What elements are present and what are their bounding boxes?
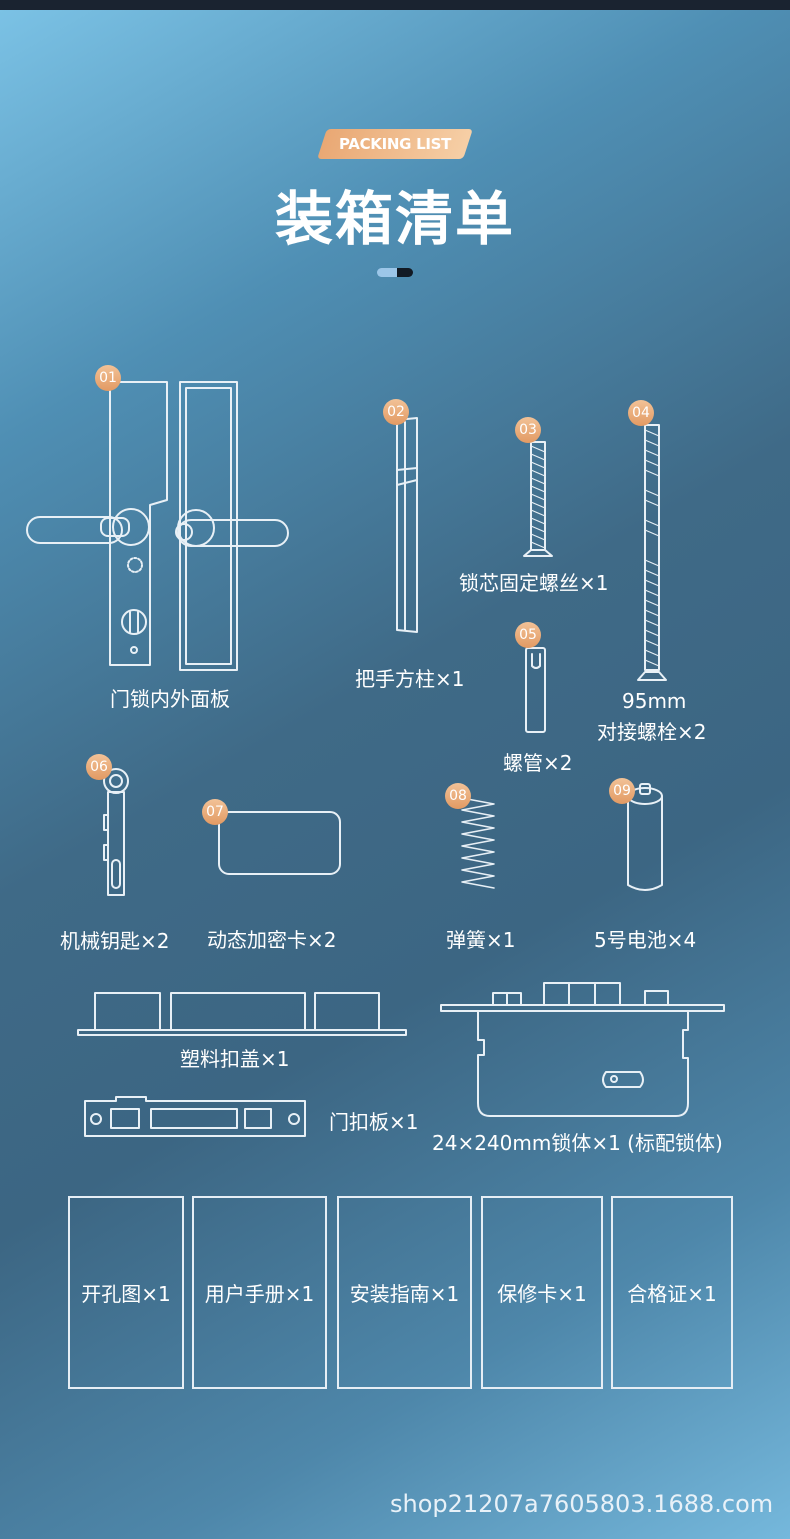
doc-card-warranty: 保修卡×1 (481, 1196, 603, 1389)
mortise-lock-body-drawing (440, 982, 725, 1117)
page-title: 装箱清单 (274, 185, 515, 253)
battery-drawing (627, 783, 663, 891)
doc-card-label: 保修卡×1 (497, 1282, 587, 1306)
item-label-bolt-size: 95mm (622, 689, 687, 713)
item-number-badge: 09 (609, 778, 635, 804)
doc-card-user-manual: 用户手册×1 (192, 1196, 327, 1389)
item-number-badge: 08 (445, 783, 471, 809)
doc-card-label: 开孔图×1 (81, 1282, 171, 1306)
item-number-badge: 05 (515, 622, 541, 648)
item-number-badge: 01 (95, 365, 121, 391)
screw-tube-drawing (525, 647, 546, 733)
top-bar (0, 0, 790, 10)
doc-card-label: 用户手册×1 (204, 1282, 315, 1306)
lock-panels-drawing (26, 381, 289, 671)
title-divider (377, 268, 413, 277)
item-label-spring: 弹簧×1 (446, 928, 516, 952)
mechanical-key-drawing (103, 768, 129, 896)
item-label-screw-tube: 螺管×2 (503, 751, 573, 775)
doc-card-drilling-template: 开孔图×1 (68, 1196, 184, 1389)
spring-drawing (461, 797, 495, 889)
item-label-plastic-cover: 塑料扣盖×1 (180, 1047, 290, 1071)
item-number-badge: 02 (383, 399, 409, 425)
cylinder-screw-drawing (523, 441, 553, 557)
doc-card-label: 合格证×1 (627, 1282, 717, 1306)
item-label-connecting-bolt: 对接螺栓×2 (597, 720, 707, 744)
item-number-badge: 06 (86, 754, 112, 780)
item-number-badge: 03 (515, 417, 541, 443)
item-number-badge: 07 (202, 799, 228, 825)
item-number-badge: 04 (628, 400, 654, 426)
shop-url-watermark: shop21207a7605803.1688.com (390, 1490, 774, 1518)
item-label-strike-plate: 门扣板×1 (329, 1110, 419, 1134)
item-label-cylinder-screw: 锁芯固定螺丝×1 (459, 571, 609, 595)
doc-card-label: 安装指南×1 (349, 1282, 460, 1306)
spindle-drawing (396, 417, 418, 633)
encrypted-card-drawing (218, 811, 341, 875)
item-label-lock-panels: 门锁内外面板 (110, 687, 230, 711)
item-label-battery: 5号电池×4 (594, 928, 697, 952)
doc-card-install-guide: 安装指南×1 (337, 1196, 472, 1389)
packing-list-badge-text: PACKING LIST (338, 135, 452, 153)
connecting-bolt-drawing (637, 424, 667, 681)
item-label-spindle: 把手方柱×1 (355, 667, 465, 691)
item-label-lock-body: 24×240mm锁体×1 (标配锁体) (432, 1131, 723, 1155)
doc-card-certificate: 合格证×1 (611, 1196, 733, 1389)
plastic-cover-drawing (77, 992, 407, 1036)
item-label-keys: 机械钥匙×2 (60, 929, 170, 953)
item-label-card: 动态加密卡×2 (207, 928, 337, 952)
strike-plate-drawing (84, 1096, 306, 1137)
